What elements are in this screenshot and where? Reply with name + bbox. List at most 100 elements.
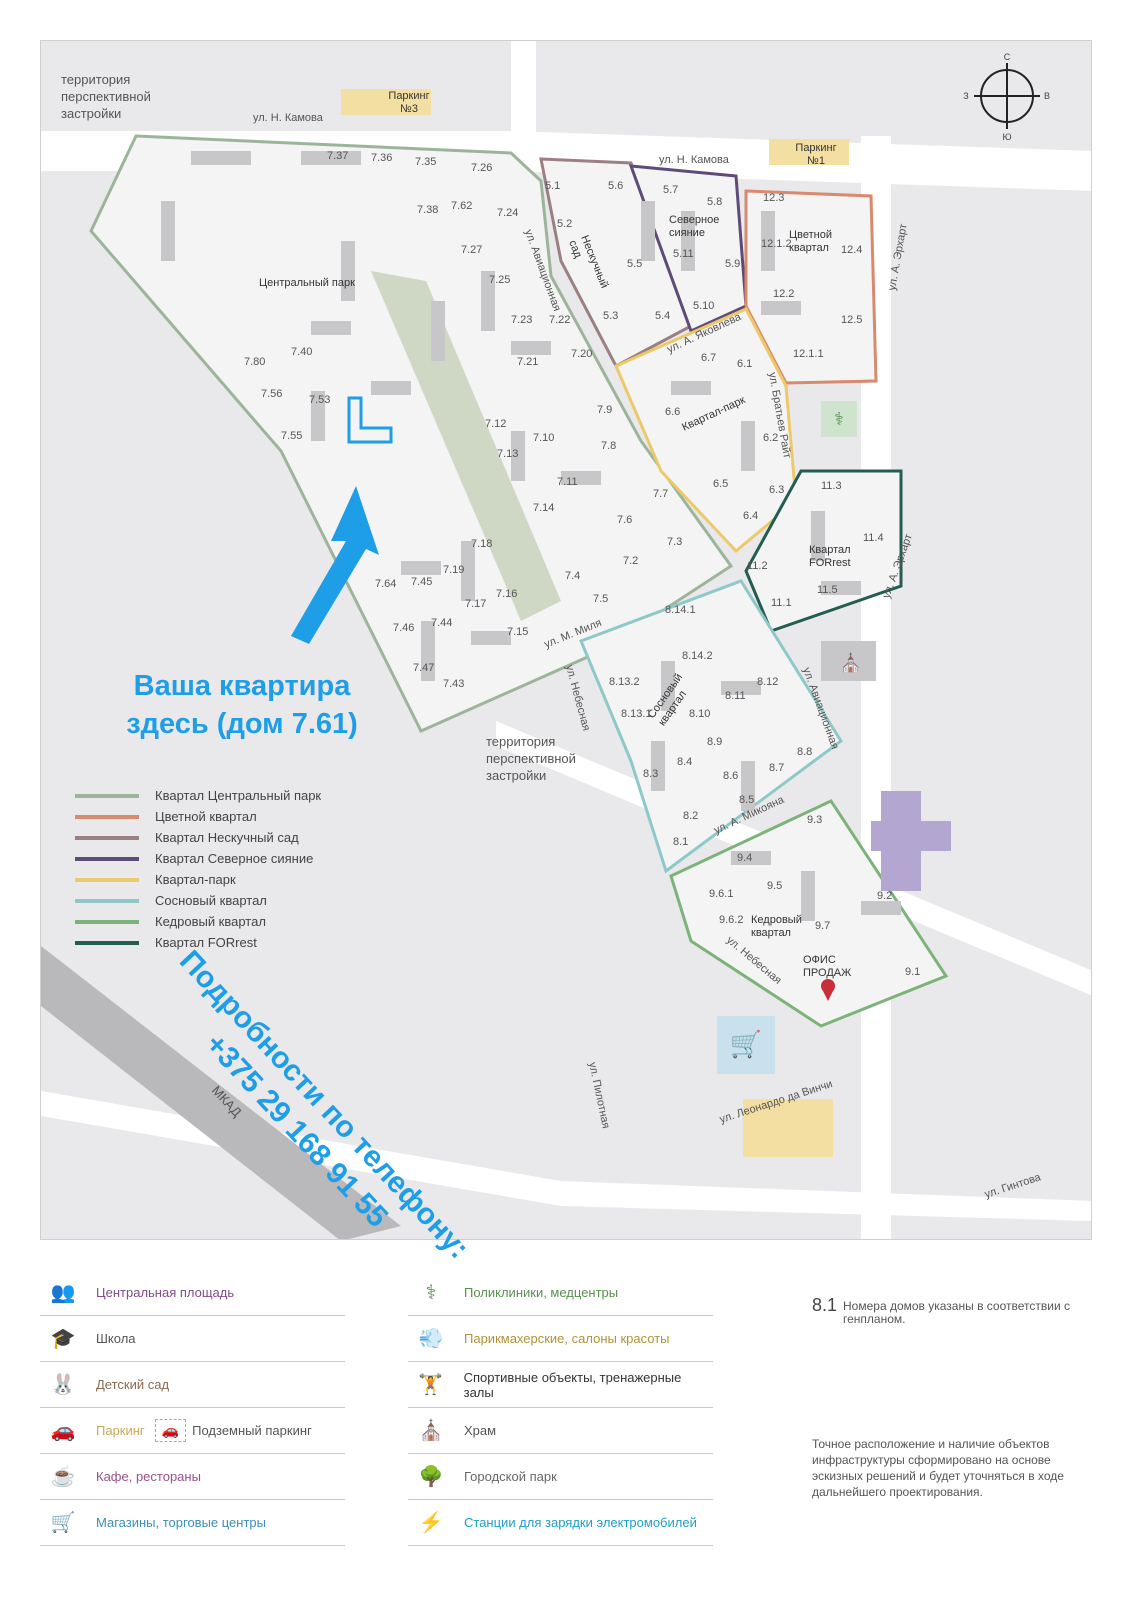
- house-number: 9.6.1: [709, 888, 733, 900]
- legend-item: 💨Парикмахерские, салоны красоты: [408, 1316, 713, 1362]
- legend-label: Центральная площадь: [96, 1285, 235, 1300]
- church-icon: ⛪: [418, 1420, 444, 1442]
- compass-north: С: [1004, 52, 1011, 62]
- legend-item: 🛒Магазины, торговые центры: [40, 1500, 345, 1546]
- legend-item: 🎓Школа: [40, 1316, 345, 1362]
- house-number: 6.5: [713, 478, 728, 490]
- house-number: 8.12: [757, 676, 778, 688]
- house-number: 7.44: [431, 617, 452, 629]
- house-number: 12.4: [841, 244, 862, 256]
- legend-label: Спортивные объекты, тренажерные залы: [463, 1369, 682, 1400]
- legend-label-extra: Подземный паркинг: [192, 1423, 312, 1438]
- house-number: 7.62: [451, 200, 472, 212]
- quarter-legend-label: Квартал Центральный парк: [155, 788, 322, 803]
- house-number: 7.45: [411, 576, 432, 588]
- house-number: 5.11: [673, 248, 694, 260]
- tree-icon: 🌳: [418, 1466, 444, 1488]
- quarter-legend-swatch: [75, 856, 139, 861]
- house-number: 7.9: [597, 404, 612, 416]
- house-number: 11.3: [821, 480, 842, 492]
- house-number: 7.55: [281, 430, 302, 442]
- quarter-legend-swatch: [75, 898, 139, 903]
- house-number: 7.47: [413, 662, 434, 674]
- park-alley: [371, 271, 561, 621]
- house-number: 9.7: [815, 920, 830, 932]
- house-number: 9.5: [767, 880, 782, 892]
- house-number: 7.14: [533, 502, 554, 514]
- quarter-legend-item: Кедровый квартал: [75, 911, 321, 932]
- house-number: 12.5: [841, 314, 862, 326]
- house-number: 7.8: [601, 440, 616, 452]
- house-number: 7.22: [549, 314, 570, 326]
- house-number: 7.16: [496, 588, 517, 600]
- legend-label: Детский сад: [96, 1377, 170, 1392]
- legend-item: ⚡Станции для зарядки электромобилей: [408, 1500, 713, 1546]
- house-number: 11.4: [863, 532, 884, 544]
- car-icon: 🚗: [50, 1420, 76, 1442]
- underground-car-icon: 🚗: [154, 1419, 187, 1442]
- sales-office-pin-tip: [822, 989, 834, 1001]
- house-number: 7.7: [653, 488, 668, 500]
- legend-label: Поликлиники, медцентры: [464, 1285, 619, 1300]
- house-number: 5.8: [707, 196, 722, 208]
- house-number: 7.2: [623, 555, 638, 567]
- legend-item: 🐰Детский сад: [40, 1362, 345, 1408]
- legend-label: Кафе, рестораны: [96, 1469, 201, 1484]
- location-arrow: [291, 486, 379, 644]
- legend-label: Школа: [96, 1331, 136, 1346]
- street-nebesnaya-1: ул. Небесная: [563, 664, 592, 733]
- legend-label: Городской парк: [464, 1469, 557, 1484]
- house-number: 7.11: [557, 476, 578, 488]
- cup-icon: ☕: [50, 1466, 76, 1488]
- house-number: 6.6: [665, 406, 680, 418]
- house-number: 8.10: [689, 708, 710, 720]
- callout-line-2: здесь (дом 7.61): [126, 708, 358, 740]
- compass-west: З: [963, 91, 968, 101]
- house-number: 12.1.1: [793, 348, 824, 360]
- quarter-legend-item: Квартал-парк: [75, 869, 321, 890]
- quarter-legend-swatch: [75, 940, 139, 945]
- house-number: 7.3: [667, 536, 682, 548]
- house-number: 12.1.2: [761, 238, 792, 250]
- legend-label: Паркинг: [96, 1423, 145, 1438]
- house-number: 7.5: [593, 593, 608, 605]
- house-number: 7.19: [443, 564, 464, 576]
- school-building: [871, 791, 951, 891]
- quarter-legend-item: Цветной квартал: [75, 806, 321, 827]
- quarter-legend-item: Квартал Нескучный сад: [75, 827, 321, 848]
- house-number: 7.35: [415, 156, 436, 168]
- buildings: [161, 151, 901, 921]
- apartment-callout: Ваша квартира здесь (дом 7.61): [112, 667, 372, 743]
- house-number: 5.1: [545, 180, 560, 192]
- cart-icon: 🛒: [730, 1029, 762, 1059]
- house-number: 7.26: [471, 162, 492, 174]
- parking-3-box: [341, 89, 431, 115]
- house-number: 7.46: [393, 622, 414, 634]
- house-number: 12.3: [763, 192, 784, 204]
- house-number: 8.6: [723, 770, 738, 782]
- house-number: 7.12: [485, 418, 506, 430]
- house-number: 8.14.2: [682, 650, 713, 662]
- quarter-cvetnoy: [744, 189, 878, 385]
- street-pilotnaya: ул. Пилотная: [586, 1061, 612, 1130]
- house-number: 11.2: [747, 560, 768, 572]
- disclaimer: Точное расположение и наличие объектов и…: [812, 1437, 1064, 1499]
- house-number: 7.24: [497, 207, 518, 219]
- house-number: 7.37: [327, 150, 348, 162]
- house-number: 5.9: [725, 258, 740, 270]
- house-number: 11.1: [771, 597, 792, 609]
- quarter-legend-label: Квартал-парк: [155, 872, 236, 887]
- house-number: 9.1: [905, 966, 920, 978]
- house-number: 5.3: [603, 310, 618, 322]
- apartment-building-highlight: [347, 396, 393, 444]
- legend-item: ⛪Храм: [408, 1408, 713, 1454]
- callout-line-1: Ваша квартира: [133, 670, 351, 702]
- note-number: 8.1: [812, 1295, 838, 1315]
- house-number: 7.17: [465, 598, 486, 610]
- med-center-box: [821, 401, 857, 437]
